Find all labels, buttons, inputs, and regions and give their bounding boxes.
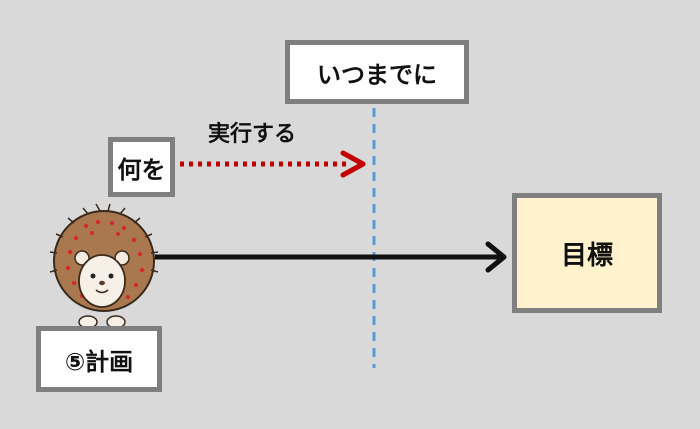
deadline-label: いつまでに	[317, 60, 437, 89]
plan-box: ⑤計画	[36, 326, 162, 392]
execute-label: 実行する	[208, 122, 297, 147]
deadline-box: いつまでに	[285, 40, 469, 104]
plan-arrow	[155, 241, 507, 273]
goal-box: 目標	[512, 193, 662, 313]
what-label: 何を	[117, 155, 166, 184]
plan-label: ⑤計画	[64, 347, 134, 376]
hedgehog-mascot-icon	[49, 203, 159, 329]
goal-label: 目標	[560, 240, 613, 271]
execute-arrow	[180, 150, 366, 178]
what-box: 何を	[108, 137, 175, 197]
